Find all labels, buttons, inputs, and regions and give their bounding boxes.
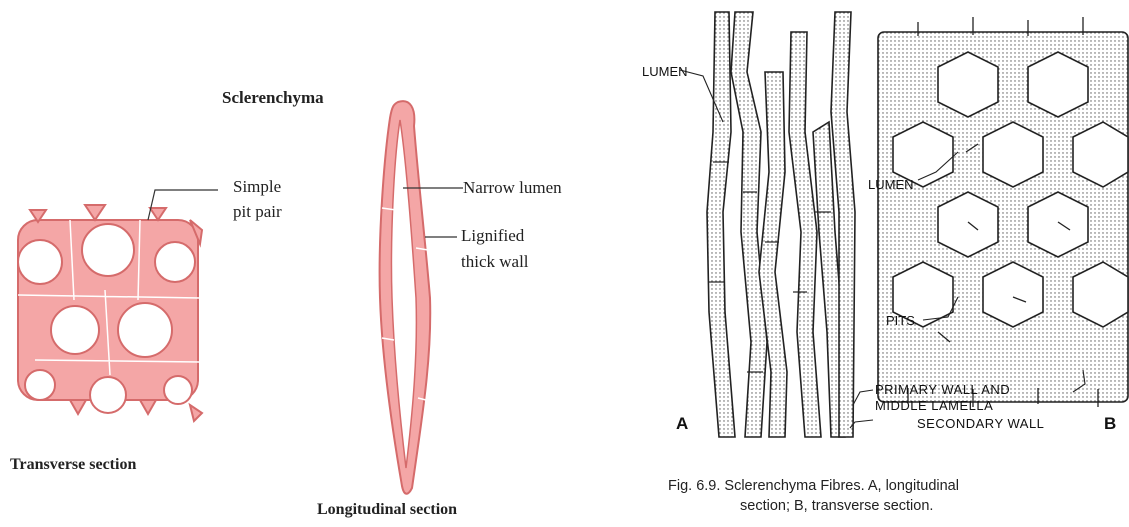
lignified-label-1: Lignified <box>461 226 524 246</box>
hex-lumen-7 <box>1028 192 1088 257</box>
lumen-7 <box>90 377 126 413</box>
hex-lumen-1 <box>938 52 998 117</box>
transverse-section-diagram <box>0 190 240 430</box>
figure-caption-line-1: Fig. 6.9. Sclerenchyma Fibres. A, longit… <box>668 477 959 496</box>
primary-wall-label-2: MIDDLE LAMELLA <box>875 398 993 413</box>
simple-pit-pair-label-2: pit pair <box>233 202 282 222</box>
lignified-wall-pointer <box>425 235 465 245</box>
lumen-4 <box>51 306 99 354</box>
narrow-lumen-label: Narrow lumen <box>463 178 562 198</box>
lumen-8 <box>164 376 192 404</box>
lumen-6 <box>25 370 55 400</box>
transverse-section-caption: Transverse section <box>10 456 136 474</box>
longitudinal-section-caption: Longitudinal section <box>317 501 457 519</box>
lignified-label-2: thick wall <box>461 252 529 272</box>
pits-label: PITS <box>886 313 915 328</box>
lumen-2 <box>82 224 134 276</box>
hex-lumen-9 <box>983 262 1043 327</box>
hex-lumen-6 <box>938 192 998 257</box>
simple-pit-pair-label-1: Simple <box>233 177 281 197</box>
hex-lumen-4 <box>983 122 1043 187</box>
lumen-1 <box>18 240 62 284</box>
figure-caption-line-2: section; B, transverse section. <box>740 497 933 516</box>
secondary-wall-label: SECONDARY WALL <box>917 416 1044 431</box>
lumen-5 <box>118 303 172 357</box>
lumen-3 <box>155 242 195 282</box>
sclerenchyma-title: Sclerenchyma <box>222 88 324 108</box>
lumen-a-label: LUMEN <box>642 64 688 79</box>
hex-lumen-2 <box>1028 52 1088 117</box>
panel-b-label: B <box>1104 414 1116 434</box>
longitudinal-section-diagram <box>370 98 460 498</box>
fibres-transverse-diagram <box>878 12 1128 412</box>
lumen-b-label: LUMEN <box>868 177 914 192</box>
panel-a-label: A <box>676 414 688 434</box>
primary-wall-label-1: PRIMARY WALL AND <box>875 382 1010 397</box>
